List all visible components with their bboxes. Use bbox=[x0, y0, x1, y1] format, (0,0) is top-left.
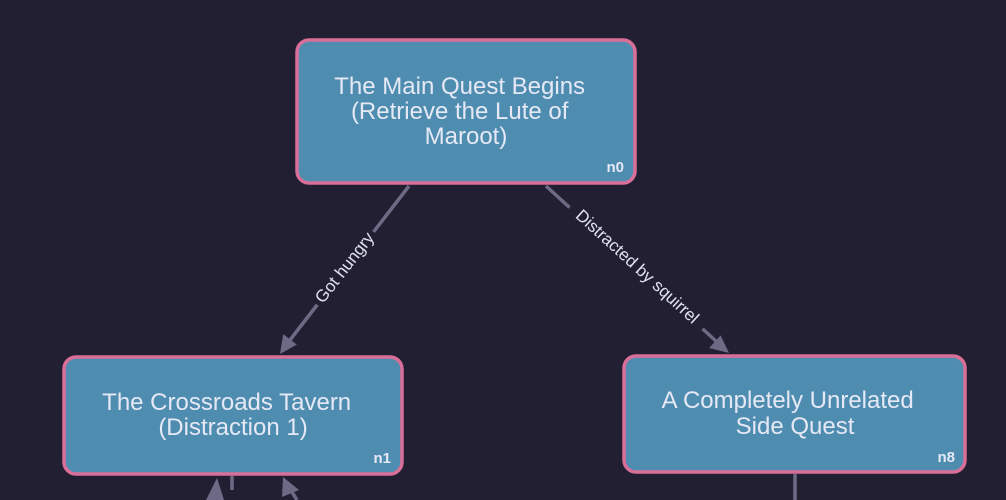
node-box bbox=[62, 355, 404, 476]
edge-label-background bbox=[563, 197, 712, 336]
edge-label: Distracted by squirrel bbox=[572, 206, 703, 328]
edge-n0-n1[interactable]: Got hungry bbox=[280, 184, 411, 354]
node-label: A Completely Unrelated Side Quest bbox=[662, 387, 921, 440]
node-label: The Main Quest Begins (Retrieve the Lute… bbox=[334, 73, 591, 150]
edge-n0-n8[interactable]: Distracted by squirrel bbox=[544, 184, 729, 353]
edge-line bbox=[290, 491, 299, 500]
arrowhead-icon bbox=[206, 478, 224, 500]
edge-label-group: Got hungry bbox=[307, 224, 382, 311]
arrowhead-icon bbox=[282, 477, 299, 497]
node-n0[interactable]: The Main Quest Begins (Retrieve the Lute… bbox=[295, 38, 637, 185]
node-box bbox=[622, 354, 967, 474]
node-label: The Crossroads Tavern (Distraction 1) bbox=[102, 389, 358, 441]
node-box bbox=[295, 38, 637, 185]
edge-label: Got hungry bbox=[311, 228, 378, 306]
node-id: n8 bbox=[937, 449, 955, 466]
edge-label-group: Distracted by squirrel bbox=[563, 197, 712, 336]
nodes-layer: The Main Quest Begins (Retrieve the Lute… bbox=[62, 38, 967, 476]
node-n8[interactable]: A Completely Unrelated Side Quest n8 bbox=[622, 354, 967, 474]
node-id: n1 bbox=[373, 450, 391, 467]
arrowhead-icon bbox=[280, 334, 297, 354]
node-n1[interactable]: The Crossroads Tavern (Distraction 1) n1 bbox=[62, 355, 404, 476]
node-id: n0 bbox=[606, 159, 624, 176]
edge-offscreen-left bbox=[206, 476, 299, 500]
arrowhead-icon bbox=[709, 335, 729, 353]
edge-label-background bbox=[307, 224, 382, 311]
